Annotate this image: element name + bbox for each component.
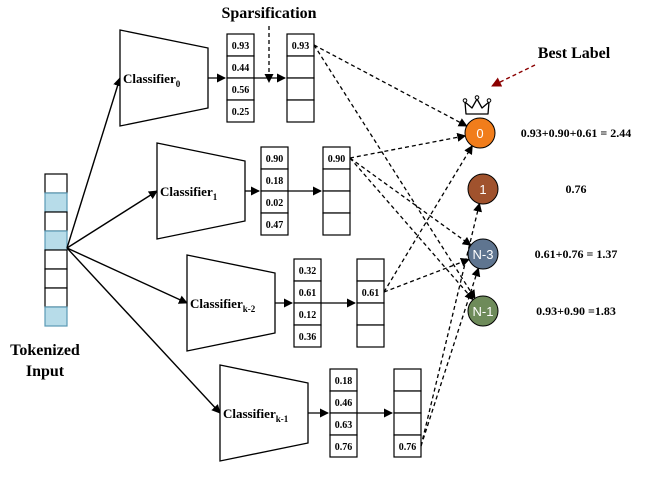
sparse-cell — [286, 55, 315, 79]
sparse-cell — [356, 324, 385, 348]
token-cell — [44, 249, 68, 270]
input-label-line1: Tokenized — [10, 342, 80, 359]
best-label: Best Label — [538, 45, 611, 62]
score-value: 0.32 — [299, 266, 317, 277]
input-arrow — [66, 77, 122, 249]
kept-score: 0.90 — [328, 154, 346, 165]
label-score-sum: 0.93+0.90+0.61 = 2.44 — [521, 126, 632, 140]
label-node — [467, 238, 499, 270]
score-cell — [293, 324, 322, 348]
token-cell — [44, 306, 68, 327]
label-node — [464, 117, 496, 149]
label-node-text: 1 — [479, 182, 486, 197]
token-cell — [44, 287, 68, 308]
sparse-cell — [393, 368, 422, 392]
score-value: 0.63 — [335, 420, 353, 431]
score-value: 0.18 — [335, 376, 353, 387]
sparse-cell — [322, 212, 351, 236]
score-to-label-arrow — [349, 157, 472, 246]
input-label-line2: Input — [26, 363, 65, 380]
score-cell — [260, 212, 289, 236]
score-cell — [329, 434, 358, 458]
score-value: 0.25 — [232, 107, 250, 118]
sparse-cell — [393, 390, 422, 414]
label-score-sum: 0.61+0.76 = 1.37 — [535, 247, 618, 261]
input-arrow — [66, 190, 158, 249]
crown-icon — [464, 98, 490, 115]
score-to-label-arrow — [420, 267, 481, 447]
best-label-arrow — [491, 64, 536, 87]
sparse-cell — [286, 99, 315, 123]
score-value: 0.12 — [299, 310, 317, 321]
crown-jewel — [462, 98, 468, 103]
token-cell — [44, 192, 68, 213]
classifier-shape — [219, 364, 309, 462]
token-cell — [44, 230, 68, 251]
label-node-text: N-1 — [473, 304, 494, 319]
score-value: 0.44 — [232, 63, 250, 74]
sparse-cell — [322, 168, 351, 192]
score-value: 0.18 — [266, 176, 284, 187]
score-to-label-arrow — [420, 202, 482, 447]
input-arrow — [66, 247, 221, 414]
sparse-cell — [286, 77, 315, 101]
label-node — [467, 295, 499, 327]
score-value: 0.76 — [335, 442, 353, 453]
classifier-shape — [119, 29, 209, 127]
score-cell — [226, 99, 255, 123]
score-value: 0.36 — [299, 332, 317, 343]
sparse-cell — [356, 258, 385, 282]
label-node-text: 0 — [476, 126, 483, 141]
token-cell — [44, 268, 68, 289]
token-cell — [44, 211, 68, 232]
input-fan-arrows — [66, 77, 221, 414]
title: Sparsification — [221, 5, 316, 22]
score-value: 0.61 — [299, 288, 317, 299]
kept-score: 0.61 — [362, 288, 380, 299]
score-value: 0.02 — [266, 198, 284, 209]
crown-jewel — [486, 98, 492, 103]
score-to-label-arrow — [313, 44, 468, 127]
kept-score: 0.76 — [399, 442, 417, 453]
score-value: 0.93 — [232, 41, 250, 52]
label-connections — [313, 44, 482, 447]
sparse-cell — [322, 190, 351, 214]
classifier-stack: Classifier0 0.93 0.44 0.56 0.25 0.93Classifie… — [119, 29, 422, 462]
classifier-label: Classifier1 — [160, 184, 218, 202]
token-cell — [44, 173, 68, 194]
classifier-shape — [186, 254, 276, 352]
kept-score: 0.93 — [292, 41, 310, 52]
score-to-label-arrow — [383, 258, 470, 293]
score-value: 0.56 — [232, 85, 250, 96]
score-to-label-arrow — [349, 157, 474, 301]
score-value: 0.90 — [266, 154, 284, 165]
label-score-sum: 0.93+0.90 =1.83 — [536, 304, 616, 318]
classifier-label: Classifier0 — [123, 71, 181, 89]
score-value: 0.47 — [266, 220, 284, 231]
input-arrow — [66, 247, 188, 304]
label-score-sum: 0.76 — [566, 182, 587, 196]
score-to-label-arrow — [383, 144, 473, 293]
score-to-label-arrow — [313, 44, 476, 300]
label-node-text: N-3 — [473, 247, 494, 262]
crown-jewel — [474, 95, 480, 100]
tokenized-input — [44, 173, 68, 327]
classifier-shape — [156, 142, 246, 240]
score-value: 0.46 — [335, 398, 353, 409]
sparse-cell — [393, 412, 422, 436]
classifier-label: Classifierk-1 — [223, 406, 289, 424]
sparse-cell — [356, 302, 385, 326]
classifier-label: Classifierk-2 — [190, 296, 256, 314]
score-to-label-arrow — [349, 132, 467, 159]
label-nodes: 0 0.93+0.90+0.61 = 2.44 1 0.76N-3 0.61+0.76 … — [462, 95, 632, 327]
label-node — [467, 173, 499, 205]
